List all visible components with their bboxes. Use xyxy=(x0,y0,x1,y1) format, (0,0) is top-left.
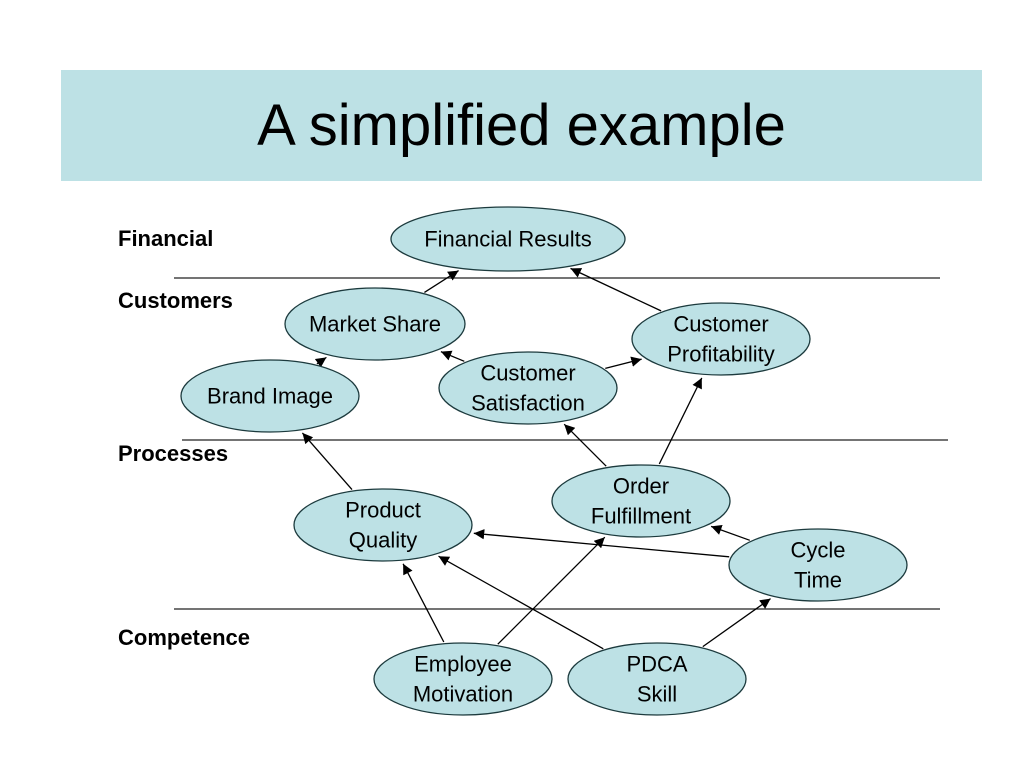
node-label-employee-motivation-line-1: Employee xyxy=(414,652,512,677)
node-label-customer-profitability-line-2: Profitability xyxy=(667,342,775,367)
node-shape-product-quality xyxy=(293,488,473,562)
node-label-brand-image-line-1: Brand Image xyxy=(207,384,333,409)
arrow-pdca-skill-to-cycle-time xyxy=(702,598,771,648)
node-label-customer-satisfaction-line-2: Satisfaction xyxy=(471,391,585,416)
node-shape-order-fulfillment xyxy=(551,464,731,538)
node-label-pdca-skill-line-1: PDCA xyxy=(626,652,687,677)
node-shape-cycle-time xyxy=(728,528,908,602)
node-label-product-quality-line-2: Quality xyxy=(349,528,417,553)
node-shape-financial-results xyxy=(390,206,626,272)
node-shape-customer-profitability xyxy=(631,302,811,376)
arrow-cycle-time-to-order-fulfillment xyxy=(710,525,751,541)
arrow-employee-motivation-to-product-quality xyxy=(402,563,445,643)
layer-label-processes: Processes xyxy=(118,441,229,466)
node-shape-employee-motivation xyxy=(373,642,553,716)
node-financial-results: Financial Results xyxy=(390,206,626,272)
node-brand-image: Brand Image xyxy=(180,359,360,433)
node-shape-market-share xyxy=(284,287,466,361)
layer-label-competence: Competence xyxy=(118,625,251,650)
arrow-order-fulfillment-to-customer-profitability xyxy=(658,377,703,465)
layer-label-financial: Financial xyxy=(118,226,214,251)
arrow-market-share-to-financial-results xyxy=(424,270,459,293)
slide-title: A simplified example xyxy=(257,93,786,158)
node-market-share: Market Share xyxy=(284,287,466,361)
node-label-order-fulfillment-line-2: Fulfillment xyxy=(591,504,691,529)
edges-layer xyxy=(301,267,771,650)
arrow-pdca-skill-to-product-quality xyxy=(438,555,604,650)
arrow-customer-satisfaction-to-market-share xyxy=(440,350,465,362)
arrow-employee-motivation-to-order-fulfillment xyxy=(497,536,606,645)
layer-label-customers: Customers xyxy=(118,288,233,313)
node-shape-brand-image xyxy=(180,359,360,433)
node-label-customer-satisfaction-line-1: Customer xyxy=(480,361,575,386)
arrow-product-quality-to-brand-image xyxy=(301,432,353,491)
arrow-cycle-time-to-product-quality xyxy=(473,529,730,558)
node-label-financial-results-line-1: Financial Results xyxy=(424,227,592,252)
node-label-pdca-skill-line-2: Skill xyxy=(637,682,677,707)
arrow-customer-profitability-to-financial-results xyxy=(570,267,662,312)
node-label-cycle-time-line-1: Cycle xyxy=(790,538,845,563)
node-pdca-skill: PDCA Skill xyxy=(567,642,747,716)
node-label-market-share-line-1: Market Share xyxy=(309,312,441,337)
node-label-employee-motivation-line-2: Motivation xyxy=(413,682,513,707)
arrow-customer-satisfaction-to-customer-profitability xyxy=(605,356,642,370)
node-label-product-quality-line-1: Product xyxy=(345,498,421,523)
node-label-cycle-time-line-2: Time xyxy=(794,568,842,593)
node-label-order-fulfillment-line-1: Order xyxy=(613,474,669,499)
node-shape-customer-satisfaction xyxy=(438,351,618,425)
title-banner: A simplified example xyxy=(61,70,982,181)
arrow-order-fulfillment-to-customer-satisfaction xyxy=(563,423,607,467)
node-shape-pdca-skill xyxy=(567,642,747,716)
node-label-customer-profitability-line-1: Customer xyxy=(673,312,768,337)
arrow-brand-image-to-market-share xyxy=(314,356,327,368)
